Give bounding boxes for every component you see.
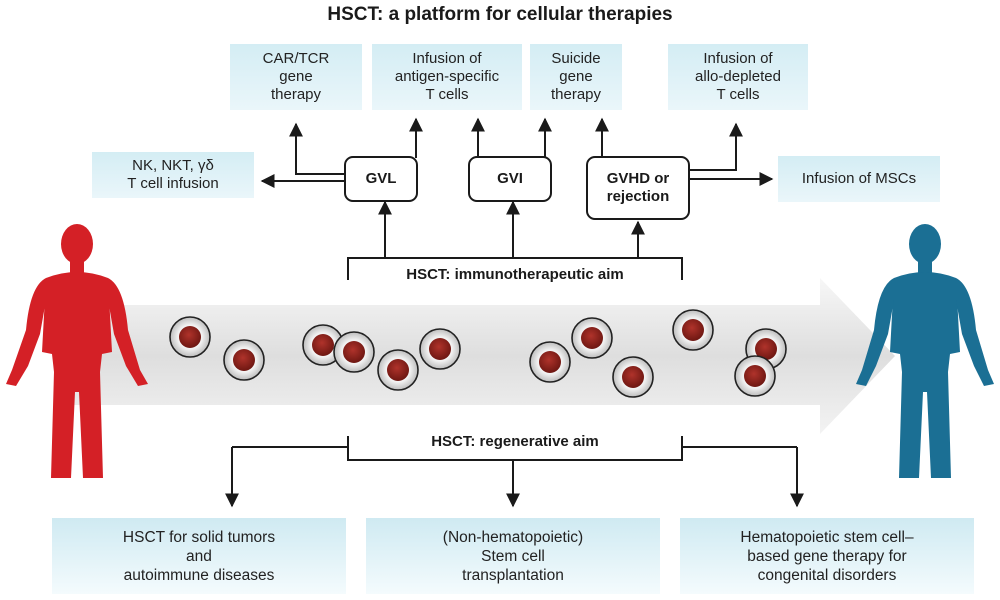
box-gene-therapy: Hematopoietic stem cell– based gene ther… — [680, 518, 974, 594]
cell — [529, 341, 571, 383]
box-nk-cells: NK, NKT, γδ T cell infusion — [92, 152, 254, 198]
cell — [377, 349, 419, 391]
box-suicide-gene: Suicide gene therapy — [530, 44, 622, 110]
recipient-figure — [856, 224, 994, 478]
node-gvhd: GVHD or rejection — [586, 156, 690, 220]
box-antigen-specific: Infusion of antigen-specific T cells — [372, 44, 522, 110]
regen-aim-label: HSCT: regenerative aim — [431, 433, 599, 450]
node-gvi: GVI — [468, 156, 552, 202]
cell — [302, 324, 344, 366]
cell — [612, 356, 654, 398]
box-solid-tumors: HSCT for solid tumors and autoimmune dis… — [52, 518, 346, 594]
donor-figure — [6, 224, 148, 478]
box-stem-cell: (Non-hematopoietic) Stem cell transplant… — [366, 518, 660, 594]
cell — [223, 339, 265, 381]
arrow-gvhd-to-allo — [688, 122, 743, 171]
cell — [333, 331, 375, 373]
box-allo-depleted: Infusion of allo-depleted T cells — [668, 44, 808, 110]
box-mscs: Infusion of MSCs — [778, 156, 940, 202]
cell — [419, 328, 461, 370]
arrow-gvl-to-car — [289, 122, 344, 175]
diagram-title: HSCT: a platform for cellular therapies — [327, 4, 673, 25]
cell — [672, 309, 714, 351]
cell-population — [169, 309, 787, 398]
node-gvl: GVL — [344, 156, 418, 202]
immuno-aim-label: HSCT: immunotherapeutic aim — [406, 266, 624, 283]
cell — [571, 317, 613, 359]
immuno-bracket — [347, 257, 683, 280]
cell — [169, 316, 211, 358]
cell — [734, 355, 776, 397]
box-car-tcr: CAR/TCR gene therapy — [230, 44, 362, 110]
